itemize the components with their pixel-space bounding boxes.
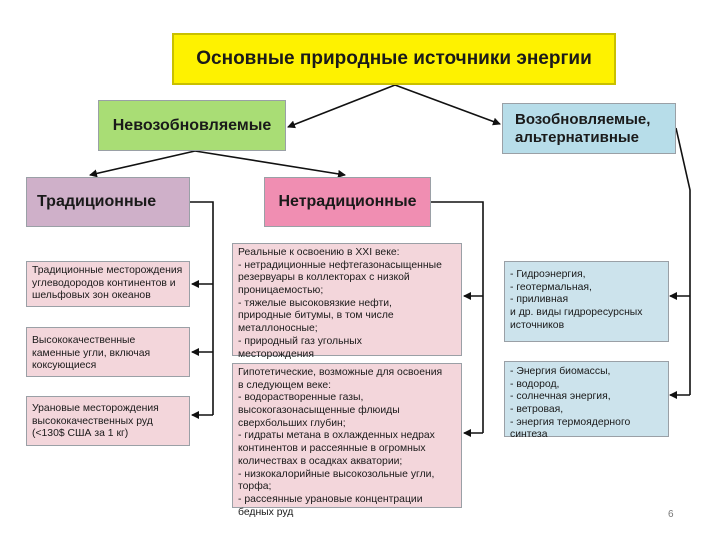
renewable-label-line: Возобновляемые, [515,111,651,129]
item-line: количествах в осадках акватории; [238,455,403,467]
item-line: - рассеянные урановые концентрации [238,493,423,505]
item-line: (<130$ США за 1 кг) [32,428,129,440]
item-line: - солнечная энергия, [510,391,611,403]
item-line: шельфовых зон океанов [32,290,151,302]
item-line: высококачественных руд [32,415,153,427]
item-line: резервуары в коллекторах с низкой [238,272,410,284]
item-line: Гипотетические, возможные для освоения [238,367,443,378]
traditional-item-coal: Высококачественные каменные угли, включа… [26,327,190,377]
item-line: проницаемостью; [238,285,324,297]
item-line: углеводородов континентов и [32,277,176,289]
diagram-title: Основные природные источники энергии [172,33,616,85]
traditional-item-uranium: Урановые месторождения высококачественны… [26,396,190,446]
item-line: Традиционные месторождения [32,265,183,276]
nontraditional-item-real: Реальные к освоению в XXI веке: - нетрад… [232,243,462,360]
item-line: природные битумы, в том числе [238,310,394,322]
traditional-node: Традиционные [26,177,190,227]
item-line: сверхбольших глубин; [238,417,346,429]
item-line: источников [510,319,565,331]
nontraditional-node: Нетрадиционные [264,177,431,227]
item-line: - тяжелые высоковязкие нефти, [238,297,392,309]
item-line: Высококачественные [32,335,136,346]
renewable-label-line: альтернативные [515,128,640,146]
item-line: месторождения [238,348,314,360]
item-line: - водорастворенные газы, [238,392,364,404]
renewable-node: Возобновляемые, альтернативные [502,103,676,154]
traditional-item-hydrocarbons: Традиционные месторождения углеводородов… [26,261,190,307]
item-line: синтеза [510,429,548,441]
item-line: каменные угли, включая [32,347,151,359]
item-line: - ветровая, [510,404,564,416]
item-line: - Гидроэнергия, [510,269,586,280]
item-line: высокогазонасыщенные флюиды [238,405,400,417]
item-line: торфа; [238,481,272,493]
nontraditional-item-hypothetical: Гипотетические, возможные для освоения в… [232,363,462,518]
page-number: 6 [668,509,674,520]
item-line: - энергия термоядерного [510,416,631,428]
item-line: - нетрадиционные нефтегазонасыщенные [238,259,442,271]
item-line: в следующем веке: [238,379,332,391]
item-line: - геотермальная, [510,281,592,293]
item-line: - природный газ угольных [238,335,362,347]
item-line: - водород, [510,378,560,390]
nonrenewable-node: Невозобновляемые [98,100,286,151]
item-line: и др. виды гидроресурсных [510,307,643,319]
diagram-title-text: Основные природные источники энергии [196,48,592,69]
item-line: - низкокалорийные высокозольные угли, [238,468,435,480]
item-line: бедных руд [238,506,294,518]
item-line: - приливная [510,294,569,306]
item-line: Урановые месторождения [32,403,159,414]
item-line: Реальные к освоению в XXI веке: [238,247,400,258]
item-line: - Энергия биомассы, [510,366,611,377]
traditional-label: Традиционные [37,193,157,210]
item-line: коксующиеся [32,360,97,372]
nontraditional-label: Нетрадиционные [278,193,417,210]
nonrenewable-label: Невозобновляемые [112,116,272,134]
item-line: металлоносные; [238,323,318,335]
renewable-item-biomass: - Энергия биомассы, - водород, - солнечн… [504,361,669,440]
item-line: континентов и рассеянные в огромных [238,443,426,455]
renewable-item-hydro: - Гидроэнергия, - геотермальная, - прили… [504,261,669,342]
item-line: - гидраты метана в охлажденных недрах [238,430,435,442]
